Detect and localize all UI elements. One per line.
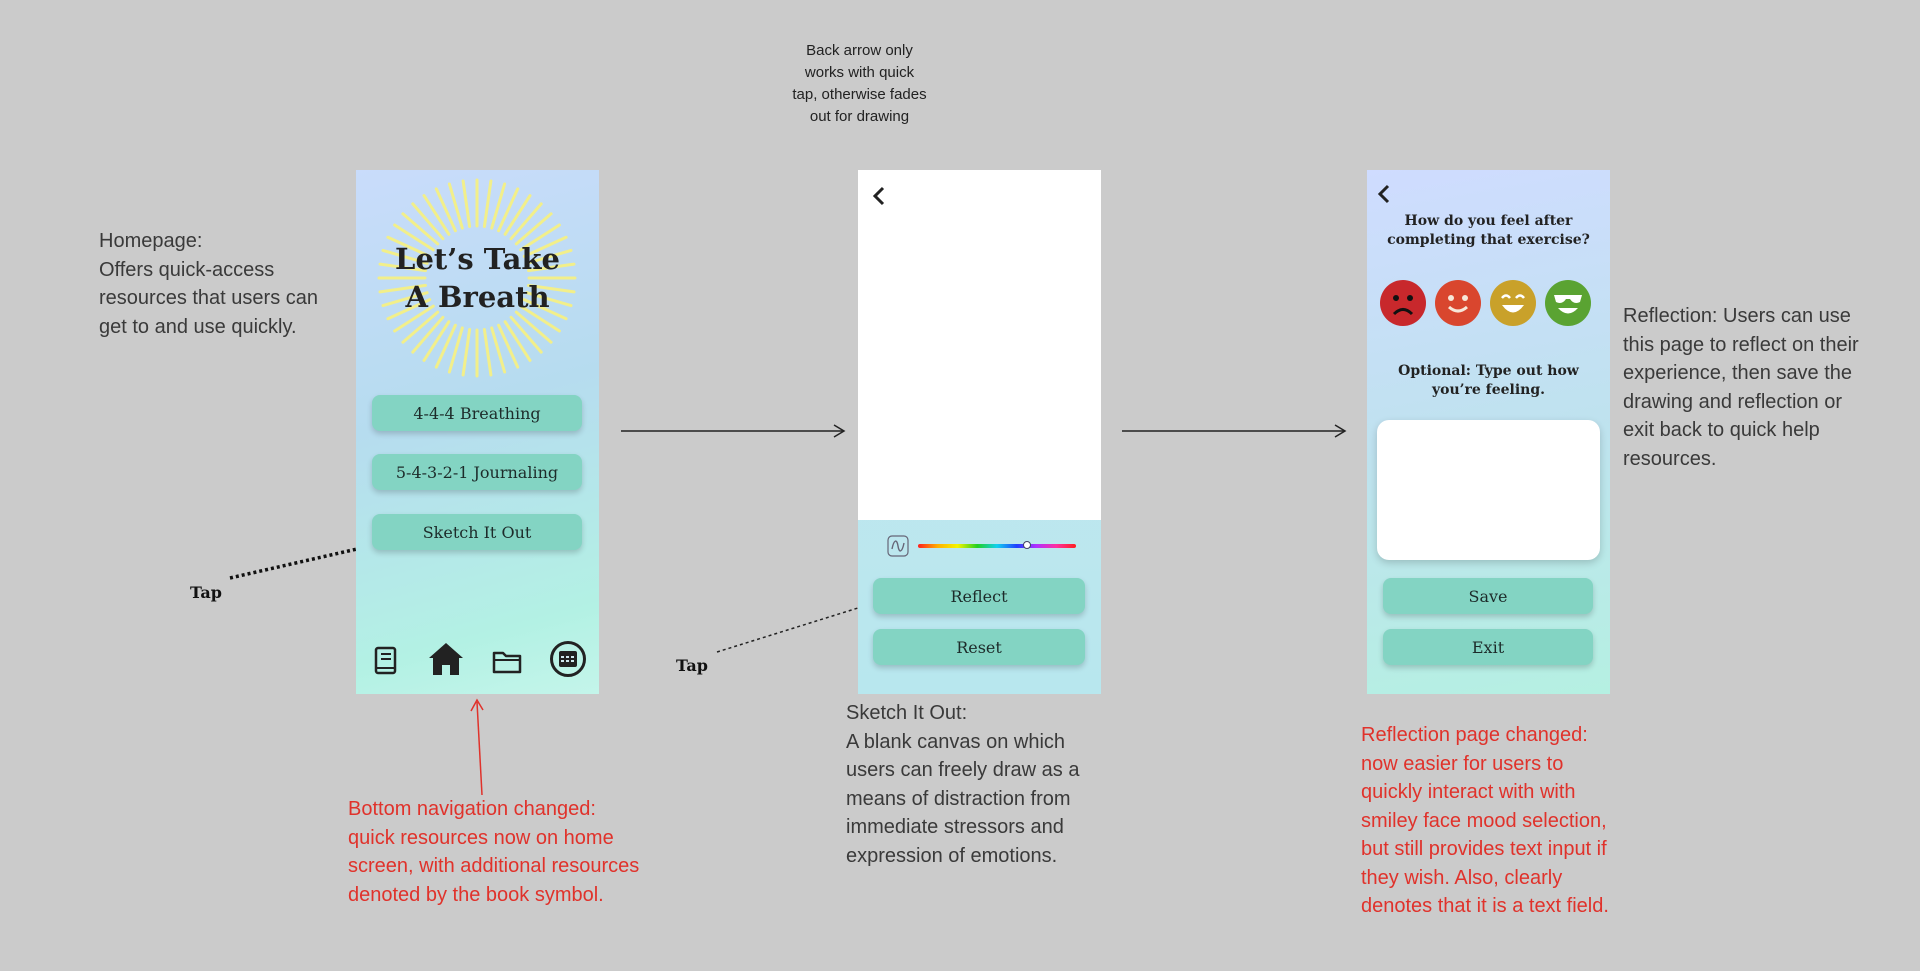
sun-ray	[514, 212, 553, 246]
sun-ray	[497, 187, 520, 233]
chevron-left-icon[interactable]	[870, 186, 888, 206]
sketch-screen: Reflect Reset	[858, 170, 1101, 694]
tap-label: Tap	[676, 656, 708, 675]
smile-face-icon[interactable]	[1435, 280, 1481, 326]
homepage-annotation: Homepage: Offers quick-access resources …	[99, 230, 318, 338]
annotation-pointer-arrow	[470, 698, 484, 796]
page-title: Let’s Take A Breath	[356, 240, 599, 316]
flow-arrow	[1122, 424, 1347, 438]
cool-face-icon[interactable]	[1545, 280, 1591, 326]
optional-prompt: Optional: Type out how you’re feeling.	[1398, 363, 1579, 398]
sun-ray	[497, 323, 520, 369]
sun-ray	[411, 202, 445, 241]
flow-arrow	[621, 424, 846, 438]
sun-ray	[522, 298, 568, 321]
sun-ray	[393, 223, 435, 252]
brush-stroke-icon[interactable]	[887, 535, 909, 557]
sun-ray	[378, 283, 427, 294]
sun-ray	[461, 328, 472, 377]
sun-ray	[490, 326, 507, 374]
tap-label: Tap	[190, 583, 222, 602]
drawing-canvas[interactable]	[858, 170, 1101, 520]
reflection-changed-annotation: Reflection page changed: now easier for …	[1361, 724, 1609, 917]
sun-ray	[401, 212, 440, 246]
reflect-button[interactable]: Reflect	[873, 578, 1085, 614]
sun-ray	[378, 262, 427, 273]
sun-ray	[514, 310, 553, 344]
title-line: Let’s Take	[395, 242, 560, 276]
sun-ray	[447, 182, 464, 230]
title-line: A Breath	[405, 280, 550, 314]
sun-ray	[393, 304, 435, 333]
color-slider[interactable]	[918, 541, 1076, 549]
breathing-button[interactable]: 4-4-4 Breathing	[372, 395, 582, 431]
sun-ray	[522, 235, 568, 258]
sun-ray	[422, 194, 451, 236]
sun-ray	[434, 187, 457, 233]
happy-face-icon[interactable]	[1490, 280, 1536, 326]
sun-ray	[401, 310, 440, 344]
sun-ray	[381, 291, 429, 308]
sun-ray	[503, 194, 532, 236]
home-icon[interactable]	[427, 640, 465, 678]
sketch-it-out-button[interactable]: Sketch It Out	[372, 514, 582, 550]
reflection-screen: How do you feel after completing that ex…	[1367, 170, 1610, 694]
folder-icon[interactable]	[490, 644, 524, 678]
sun-ray	[411, 315, 445, 354]
sun-ray	[422, 320, 451, 362]
save-button[interactable]: Save	[1383, 578, 1593, 614]
book-icon[interactable]	[368, 644, 402, 678]
sun-ray	[434, 323, 457, 369]
sun-ray	[527, 283, 576, 294]
sad-face-icon[interactable]	[1380, 280, 1426, 326]
sun-ray	[386, 298, 432, 321]
sun-ray	[447, 326, 464, 374]
sun-ray	[527, 262, 576, 273]
reflection-annotation: Reflection: Users can use this page to r…	[1623, 305, 1859, 470]
sketch-annotation: Sketch It Out: A blank canvas on which u…	[846, 702, 1080, 867]
sun-ray	[525, 248, 573, 265]
sun-rays-decoration	[377, 178, 577, 378]
sun-ray	[381, 248, 429, 265]
sun-ray	[525, 291, 573, 308]
sun-ray	[509, 202, 543, 241]
home-screen: Let’s Take A Breath 4-4-4 Breathing 5-4-…	[356, 170, 599, 694]
exit-button[interactable]: Exit	[1383, 629, 1593, 665]
sun-ray	[490, 182, 507, 230]
sun-ray	[519, 223, 561, 252]
mood-question: How do you feel after completing that ex…	[1387, 213, 1590, 248]
chevron-left-icon[interactable]	[1375, 184, 1393, 204]
reflection-text-field[interactable]	[1377, 420, 1600, 560]
sun-ray	[386, 235, 432, 258]
sun-ray	[519, 304, 561, 333]
journaling-button[interactable]: 5-4-3-2-1 Journaling	[372, 454, 582, 490]
reset-button[interactable]: Reset	[873, 629, 1085, 665]
bottom-nav-changed-annotation: Bottom navigation changed: quick resourc…	[348, 798, 640, 906]
calendar-icon[interactable]	[549, 640, 587, 678]
color-slider-thumb[interactable]	[1023, 541, 1032, 549]
sun-ray	[503, 320, 532, 362]
back-arrow-annotation: Back arrow only works with quick tap, ot…	[792, 42, 927, 125]
sun-ray	[482, 179, 493, 228]
sun-ray	[509, 315, 543, 354]
sun-ray	[461, 179, 472, 228]
sun-ray	[482, 328, 493, 377]
